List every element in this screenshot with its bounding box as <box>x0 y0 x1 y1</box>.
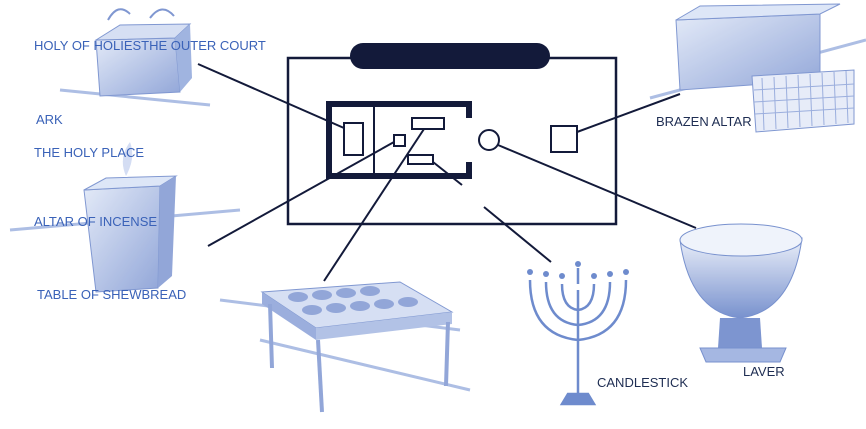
brazen-altar-illustration <box>649 3 866 133</box>
label-laver: LAVER <box>743 364 785 379</box>
label-altar-of-incense: ALTAR OF INCENSE <box>34 214 158 229</box>
candlestick-marker <box>411 117 445 130</box>
altar-of-incense-illustration <box>9 142 241 293</box>
table-of-shewbread-marker <box>407 154 434 165</box>
tabernacle-plan <box>286 43 618 226</box>
label-brazen-altar: BRAZEN ALTAR <box>656 114 752 129</box>
label-ark: ARK <box>36 112 63 127</box>
ark-illustration <box>59 8 211 107</box>
altar-of-incense-marker <box>393 134 406 147</box>
leader-lines <box>197 63 697 282</box>
label-table-of-shewbread: TABLE OF SHEWBREAD <box>37 287 187 302</box>
label-holy-place: THE HOLY PLACE <box>34 145 145 160</box>
laver-marker <box>478 129 500 151</box>
brazen-altar-marker <box>550 125 578 153</box>
tent-outline <box>326 101 472 179</box>
table-of-shewbread-illustration <box>219 281 471 413</box>
ark-marker <box>343 122 364 156</box>
candlestick-illustration <box>527 261 629 406</box>
outer-court-outline <box>286 56 618 226</box>
laver-illustration <box>679 223 803 363</box>
label-holy-of-holies-outer-court: HOLY OF HOLIESTHE OUTER COURT <box>34 38 266 53</box>
label-candlestick: CANDLESTICK <box>597 375 689 390</box>
court-gate <box>350 43 550 69</box>
